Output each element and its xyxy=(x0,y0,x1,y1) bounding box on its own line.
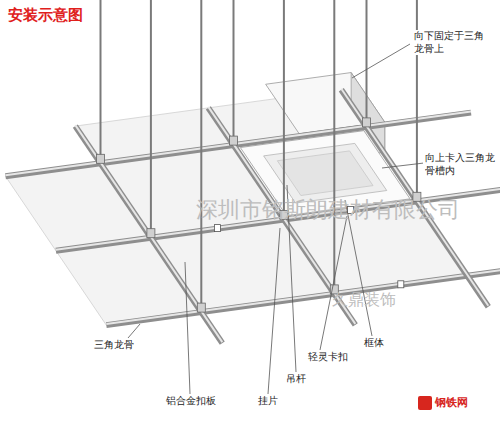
rod-layer xyxy=(101,0,417,307)
triangle-keel xyxy=(6,113,472,177)
logo-text: 钢铁网 xyxy=(435,396,468,410)
part-label: 挂片 xyxy=(256,395,280,408)
light-clip xyxy=(214,225,220,232)
beam-layer xyxy=(6,89,500,343)
leader-line xyxy=(382,163,424,168)
hanger-clip xyxy=(197,303,205,312)
hanger-clip xyxy=(363,118,371,127)
frame-diffuser xyxy=(277,151,373,196)
hanging-rod xyxy=(200,0,202,307)
hanging-rod xyxy=(233,0,235,140)
hanging-rod xyxy=(366,0,368,122)
title: 安装示意图 xyxy=(8,6,83,25)
keel-highlight xyxy=(75,125,222,342)
light-clip xyxy=(398,281,404,288)
part-label: 三角龙骨 xyxy=(92,339,136,352)
leader-line xyxy=(352,44,410,78)
logo-icon xyxy=(418,396,432,410)
hanging-rod xyxy=(333,0,335,289)
hanger-clip xyxy=(147,229,155,238)
hanging-rod xyxy=(100,0,102,158)
frame-inner xyxy=(264,143,387,203)
keel-highlight xyxy=(106,260,500,324)
callout-label: 向下固定于三角龙骨上 xyxy=(412,30,494,55)
part-label: 框体 xyxy=(362,337,386,350)
triangle-keel xyxy=(106,261,500,325)
leader-line xyxy=(128,324,140,338)
callout-label: 向上卡入三角龙骨槽内 xyxy=(423,152,497,177)
hanging-rod xyxy=(150,0,152,233)
part-label: 轻灵卡扣 xyxy=(306,351,350,364)
triangle-keel xyxy=(75,126,222,343)
keel-highlight xyxy=(6,112,472,176)
hanger-clip xyxy=(230,136,238,145)
leader-line xyxy=(320,216,347,350)
part-label: 铝合金扣板 xyxy=(164,395,218,408)
leader-line xyxy=(185,262,190,394)
part-label: 吊杆 xyxy=(284,373,308,386)
hanging-rod xyxy=(283,0,285,215)
watermark: 深圳市铭斯朗建材有限公司 xyxy=(196,196,460,224)
hanger-clip xyxy=(97,154,105,163)
leader-line xyxy=(268,228,280,394)
watermark: 久鼎装饰 xyxy=(332,290,396,310)
